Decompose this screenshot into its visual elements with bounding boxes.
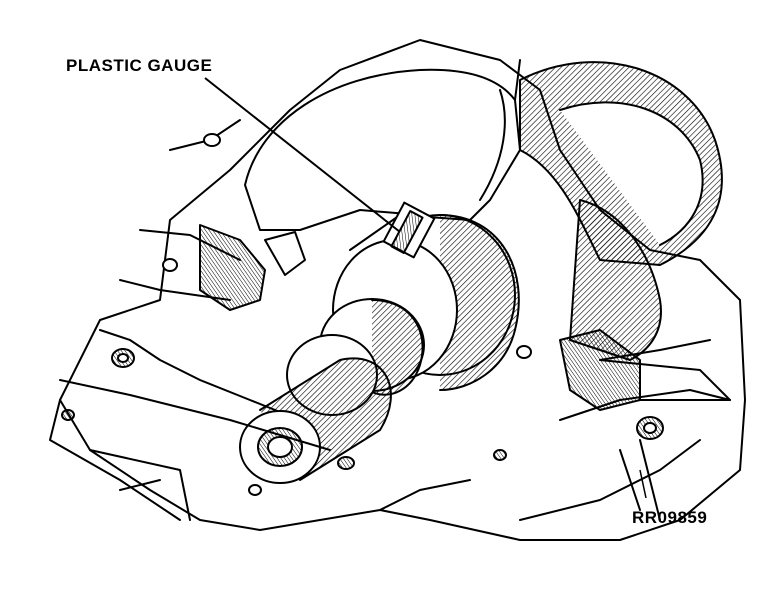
callout-leader-line: [204, 77, 401, 233]
engine-block-outline: [59, 39, 746, 541]
crank-counterweight: [244, 68, 521, 231]
figure-code: RR09859: [632, 508, 708, 527]
plastic-gauge-label: PLASTIC GAUGE: [66, 56, 213, 75]
